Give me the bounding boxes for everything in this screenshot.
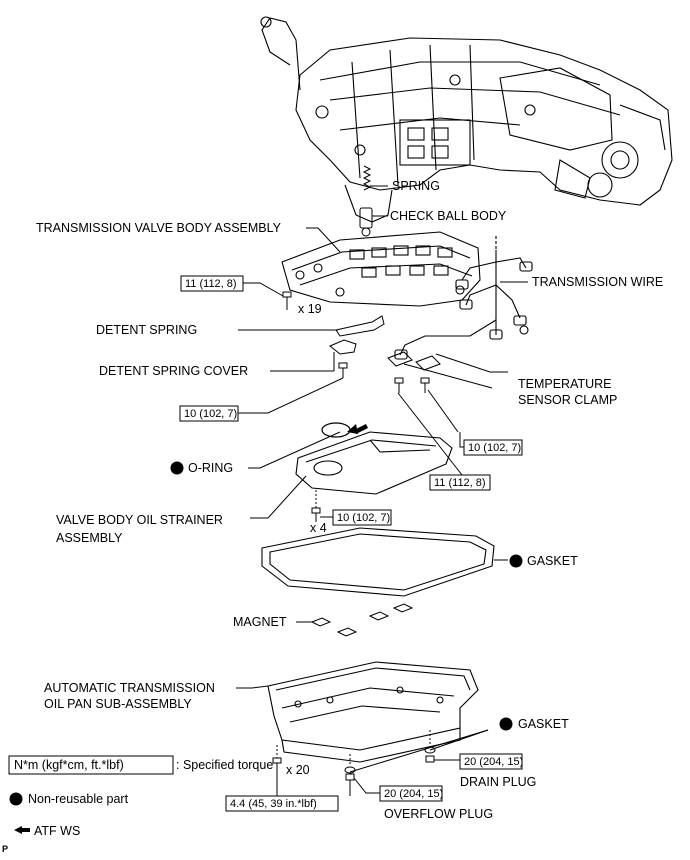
label-drain-plug: DRAIN PLUG xyxy=(460,775,536,789)
label-strainer-line2: ASSEMBLY xyxy=(56,531,123,545)
oil-pan-bolt xyxy=(272,745,282,776)
legend-non-reusable: Non-reusable part xyxy=(28,792,129,806)
torque-box-drain-plug: 20 (204, 15) xyxy=(434,753,523,770)
torque-box-detent-cover: 10 (102, 7) xyxy=(179,405,239,422)
valve-body-bolt xyxy=(282,291,292,310)
label-strainer-line1: VALVE BODY OIL STRAINER xyxy=(56,513,223,527)
torque-box-oil-pan: 4.4 (45, 39 in.*lbf) xyxy=(225,795,339,812)
oil-strainer-drawing xyxy=(295,431,453,495)
oil-pan-gasket-drawing xyxy=(261,527,495,597)
label-spring: SPRING xyxy=(392,179,440,193)
label-oil-pan-line2: OIL PAN SUB-ASSEMBLY xyxy=(44,697,192,711)
svg-text:4.4 (45, 39 in.*lbf): 4.4 (45, 39 in.*lbf) xyxy=(230,798,317,810)
torque-box-overflow-plug: 20 (204, 15) xyxy=(353,777,443,802)
svg-text:10 (102, 7): 10 (102, 7) xyxy=(468,442,521,454)
label-magnet: MAGNET xyxy=(233,615,287,629)
qty-valve-body-bolts: x 19 xyxy=(298,302,322,316)
torque-box-clamp-left: 11 (112, 8) xyxy=(429,474,491,491)
legend-torque-box xyxy=(8,755,174,775)
drain-plug-drawing xyxy=(424,730,436,763)
svg-text:11 (112, 8): 11 (112, 8) xyxy=(185,278,237,290)
magnets-drawing xyxy=(310,603,414,637)
non-reusable-dot-gasket-bottom xyxy=(499,717,513,731)
torque-box-strainer: 10 (102, 7) xyxy=(320,509,392,526)
label-temperature-sensor-clamp-line1: TEMPERATURE xyxy=(518,377,612,391)
svg-text:20 (204, 15): 20 (204, 15) xyxy=(464,756,523,768)
legend-torque-units: N*m (kgf*cm, ft.*lbf) xyxy=(14,758,124,772)
label-transmission-wire: TRANSMISSION WIRE xyxy=(532,275,663,289)
overflow-plug-drawing xyxy=(344,754,356,781)
qty-strainer-bolts: x 4 xyxy=(310,521,327,535)
label-temperature-sensor-clamp-line2: SENSOR CLAMP xyxy=(518,393,617,407)
torque-box-clamp-right: 10 (102, 7) xyxy=(459,432,523,456)
qty-oil-pan-bolts: x 20 xyxy=(286,763,310,777)
svg-text:10 (102, 7): 10 (102, 7) xyxy=(337,512,390,524)
label-valve-body-assembly: TRANSMISSION VALVE BODY ASSEMBLY xyxy=(36,221,282,235)
legend: N*m (kgf*cm, ft.*lbf) : Specified torque… xyxy=(2,755,273,854)
label-oil-pan-line1: AUTOMATIC TRANSMISSION xyxy=(44,681,215,695)
temperature-sensor-clamp-drawing xyxy=(387,351,441,371)
detent-spring-drawing xyxy=(335,315,385,337)
legend-atf: ATF WS xyxy=(34,824,80,838)
svg-text:11 (112, 8): 11 (112, 8) xyxy=(434,477,486,489)
torque-box-valve-body: 11 (112, 8) xyxy=(180,275,284,297)
transmission-case-drawing xyxy=(260,16,673,223)
non-reusable-dot-gasket-top xyxy=(509,554,523,568)
legend-atf-arrow-icon xyxy=(14,826,30,834)
legend-non-reusable-icon xyxy=(9,792,23,806)
oil-pan-drawing xyxy=(267,661,479,763)
label-detent-spring-cover: DETENT SPRING COVER xyxy=(99,364,248,378)
clamp-bolts xyxy=(394,377,430,393)
svg-text:20 (204, 15): 20 (204, 15) xyxy=(384,788,443,800)
svg-text:10 (102, 7): 10 (102, 7) xyxy=(184,408,237,420)
legend-torque-desc: : Specified torque xyxy=(176,758,273,772)
footer-code: P xyxy=(2,844,8,854)
strainer-bolt xyxy=(311,490,321,522)
label-check-ball-body: CHECK BALL BODY xyxy=(390,209,507,223)
transmission-wire-drawing xyxy=(394,236,533,360)
label-gasket-bottom: GASKET xyxy=(518,717,569,731)
atf-arrow-head xyxy=(347,424,358,434)
label-overflow-plug: OVERFLOW PLUG xyxy=(384,807,493,821)
check-ball-body-drawing xyxy=(359,207,373,237)
o-ring-drawing xyxy=(321,422,351,438)
leader-lines xyxy=(236,227,508,796)
non-reusable-dot-o-ring xyxy=(170,461,184,475)
label-gasket-top: GASKET xyxy=(527,554,578,568)
detent-spring-cover-drawing xyxy=(329,339,357,355)
valve-body-drawing xyxy=(281,231,481,307)
spring-drawing xyxy=(362,165,372,191)
label-o-ring: O-RING xyxy=(188,461,233,475)
detent-cover-bolt xyxy=(338,362,348,378)
label-detent-spring: DETENT SPRING xyxy=(96,323,197,337)
